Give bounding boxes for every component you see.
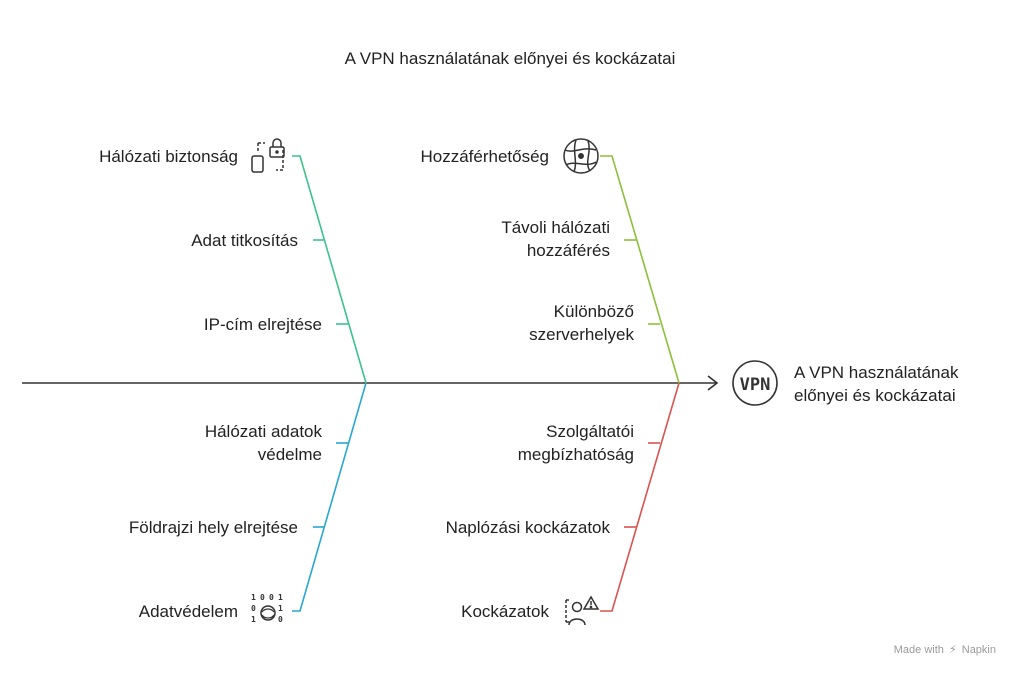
svg-text:0: 0 (269, 593, 274, 602)
category-label-network-security: Hálózati biztonság (99, 147, 238, 166)
category-label-accessibility: Hozzáférhetőség (420, 147, 549, 166)
svg-text:1: 1 (251, 593, 256, 602)
category-label-risks: Kockázatok (461, 602, 549, 621)
svg-text:0: 0 (278, 615, 283, 624)
svg-text:1: 1 (278, 593, 283, 602)
cause-label-provider-reliability: Szolgáltatói megbízhatóság (517, 422, 634, 464)
diagram-title: A VPN használatának előnyei és kockázata… (344, 49, 676, 68)
category-label-privacy: Adatvédelem (138, 602, 238, 621)
svg-text:1: 1 (251, 615, 256, 624)
cause-label-network-data-protection: Hálózati adatok védelme (204, 422, 322, 464)
svg-text:0: 0 (260, 593, 265, 602)
footer-credit: Made with ⚡ Napkin (894, 643, 996, 656)
svg-text:0: 0 (251, 604, 256, 613)
branch-top-left (292, 155, 367, 384)
footer-brand: Napkin (961, 644, 996, 656)
cause-label-data-encryption: Adat titkosítás (191, 231, 298, 250)
cause-label-ip-hiding: IP-cím elrejtése (203, 315, 322, 334)
cause-label-logging-risks: Naplózási kockázatok (445, 518, 610, 537)
secure-folder-lock-icon (251, 138, 285, 173)
napkin-logo-icon: ⚡ (948, 644, 957, 656)
cause-label-server-locations: Különböző szerverhelyek (529, 302, 634, 344)
user-warning-icon (565, 595, 600, 626)
vpn-icon-text: VPN (740, 375, 771, 395)
branch-top-right (600, 155, 680, 384)
head-label: A VPN használatának előnyei és kockázata… (794, 363, 959, 405)
cause-label-remote-access: Távoli hálózati hozzáférés (501, 218, 610, 260)
globe-network-icon (563, 138, 599, 174)
cause-label-location-hiding: Földrajzi hely elrejtése (128, 518, 298, 537)
spine-arrowhead (707, 375, 719, 391)
branch-bottom-right (600, 382, 680, 612)
svg-text:1: 1 (278, 604, 283, 613)
vpn-icon: VPN (732, 360, 778, 406)
branch-bottom-left (292, 382, 367, 612)
footer-made-with: Made with (893, 644, 944, 656)
